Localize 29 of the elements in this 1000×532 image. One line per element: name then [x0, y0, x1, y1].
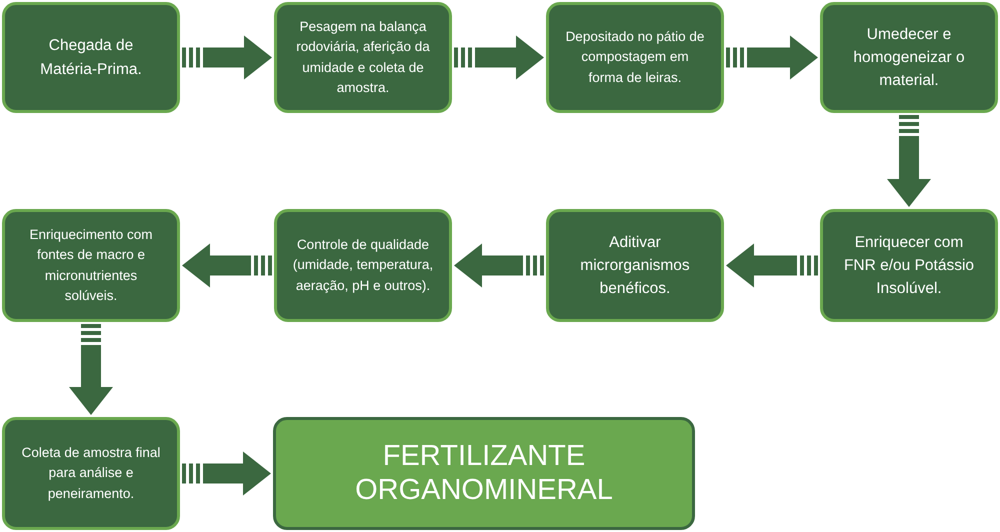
- process-box: [274, 209, 452, 322]
- step-text: Aditivar microrganismos benéficos.: [579, 232, 691, 300]
- process-box: [2, 417, 180, 530]
- process-box: [274, 2, 452, 113]
- block-arrow: [726, 244, 818, 288]
- step-text: Enriquecimento com fontes de macro e micronutrientes solúveis.: [28, 226, 154, 305]
- step-text: Enriquecer com FNR e/ou Potássio Insolúvel.: [842, 232, 976, 300]
- result-box: [273, 417, 695, 530]
- step-text: Depositado no pátio de compostagem em forma de leiras.: [564, 28, 706, 87]
- block-arrow: [182, 244, 272, 288]
- block-arrow: [69, 324, 113, 415]
- step-text: Umedecer e homogeneizar o material.: [852, 24, 966, 92]
- block-arrow: [182, 36, 272, 80]
- process-box: [2, 2, 180, 113]
- block-arrow: [454, 36, 544, 80]
- process-box: [546, 209, 724, 322]
- step-text: Coleta de amostra final para análise e peneiramento.: [20, 444, 162, 503]
- process-box: [820, 209, 998, 322]
- block-arrow: [726, 36, 818, 80]
- step-text: FERTILIZANTE ORGANOMINERAL: [354, 440, 614, 507]
- step-text: Controle de qualidade (umidade, temperatura, aeração, pH e outros).: [292, 236, 434, 295]
- process-box: [546, 2, 724, 113]
- process-box: [2, 209, 180, 322]
- block-arrow: [454, 244, 544, 288]
- step-text: Pesagem na balança rodoviária, aferição da umidade e coleta de amostra.: [295, 18, 431, 97]
- block-arrow: [182, 452, 271, 496]
- block-arrow: [887, 115, 931, 207]
- step-text: Chegada de Matéria-Prima.: [39, 36, 143, 80]
- process-box: [820, 2, 998, 113]
